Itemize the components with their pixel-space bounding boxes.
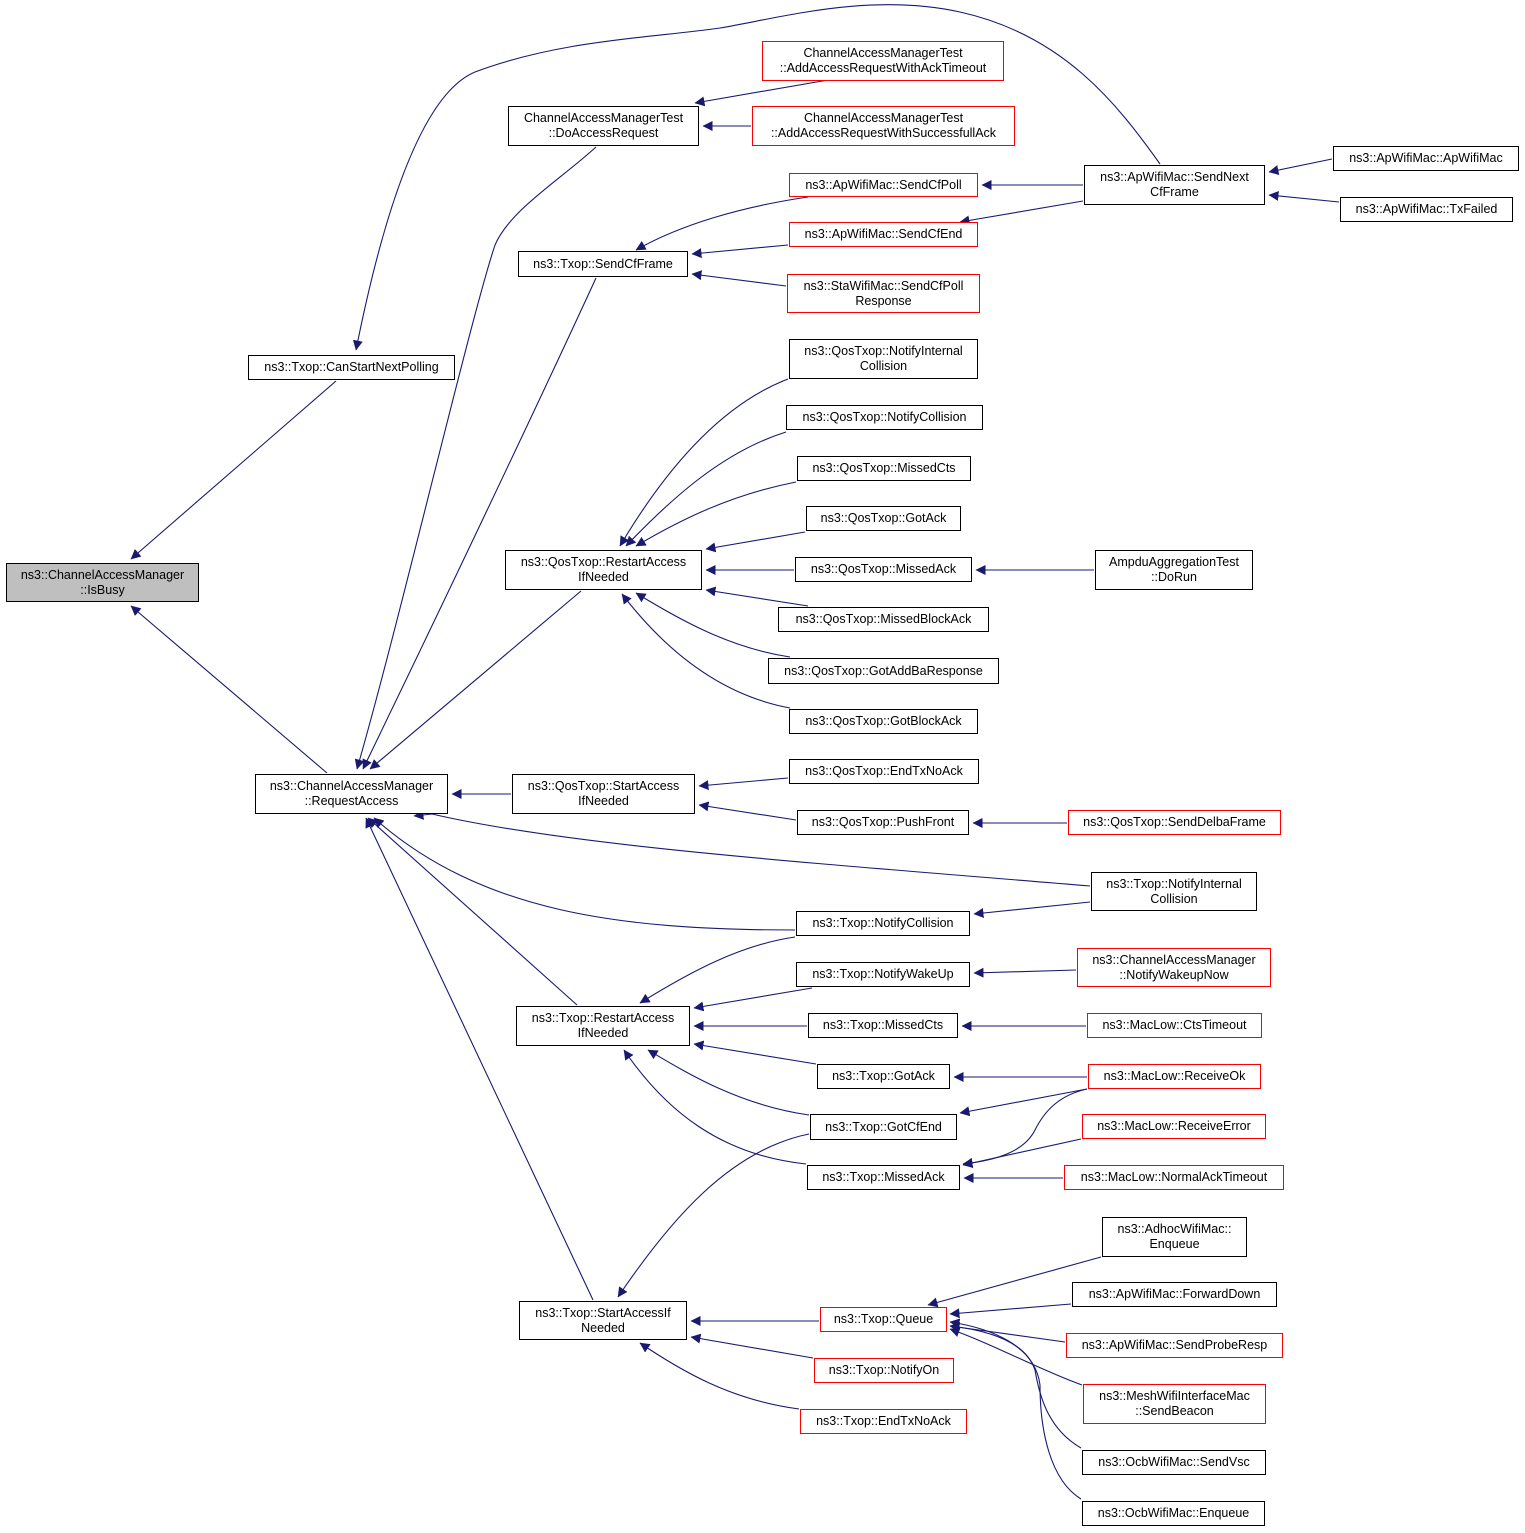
node-txop-send-cf-frame[interactable]: ns3::Txop::SendCfFrame	[518, 251, 688, 277]
edge-camNotifyWakeupNow-to-txopNotifyWakeUp	[973, 967, 1077, 978]
edge-apSendCfPoll-to-txopSendCfFrame	[635, 196, 809, 251]
node-qos-push-front[interactable]: ns3::QosTxop::PushFront	[797, 810, 969, 835]
edge-macLowReceiveOk-to-txopGotCfEnd	[959, 1088, 1088, 1117]
node-txop-start-access[interactable]: ns3::Txop::StartAccessIf Needed	[519, 1301, 687, 1340]
node-txop-missed-cts[interactable]: ns3::Txop::MissedCts	[808, 1013, 958, 1038]
node-qos-send-delba-frame[interactable]: ns3::QosTxop::SendDelbaFrame	[1068, 810, 1281, 835]
edge-txopEndTxNoAck-to-txopStartAccess	[639, 1342, 800, 1410]
node-qos-start-access[interactable]: ns3::QosTxop::StartAccess IfNeeded	[512, 774, 695, 814]
edge-txopNotifyWakeUp-to-txopRestartAccess	[693, 987, 813, 1012]
edge-apApWifiMac-to-apSendNextCfFrame	[1268, 158, 1333, 175]
edge-txopNotifyOn-to-txopStartAccess	[690, 1333, 814, 1359]
edge-qosGotAck-to-qosRestartAccess	[705, 531, 806, 553]
edge-txopRestartAccess-to-requestAccess	[367, 817, 578, 1006]
edge-txopNotifyCollision-to-txopRestartAccess	[639, 936, 796, 1004]
edge-staSendCfPollResponse-to-txopSendCfFrame	[691, 270, 787, 287]
node-txop-restart-access[interactable]: ns3::Txop::RestartAccess IfNeeded	[516, 1006, 690, 1046]
node-txop-missed-ack[interactable]: ns3::Txop::MissedAck	[807, 1165, 960, 1190]
edge-qosMissedBlockAck-to-qosRestartAccess	[705, 586, 809, 607]
node-ap-ap-wifi-mac[interactable]: ns3::ApWifiMac::ApWifiMac	[1333, 146, 1519, 171]
node-mesh-send-beacon[interactable]: ns3::MeshWifiInterfaceMac ::SendBeacon	[1083, 1384, 1266, 1424]
edge-txopNotifyCollision-to-requestAccess	[373, 817, 796, 931]
edge-txopMissedAck-to-txopRestartAccess	[623, 1049, 807, 1165]
node-ocb-send-vsc[interactable]: ns3::OcbWifiMac::SendVsc	[1082, 1450, 1266, 1475]
edge-requestAccess-to-root	[130, 605, 328, 774]
node-qos-got-add-ba-response[interactable]: ns3::QosTxop::GotAddBaResponse	[768, 658, 999, 684]
edge-txopGotCfEnd-to-txopRestartAccess	[647, 1049, 810, 1116]
node-cam-notify-wakeup-now[interactable]: ns3::ChannelAccessManager ::NotifyWakeup…	[1077, 948, 1271, 987]
edge-meshSendBeacon-to-txopQueue	[949, 1327, 1083, 1386]
edge-qosEndTxNoAck-to-qosStartAccess	[698, 777, 789, 791]
node-qos-notify-internal-collision[interactable]: ns3::QosTxop::NotifyInternal Collision	[789, 339, 978, 379]
edge-apTxFailed-to-apSendNextCfFrame	[1268, 190, 1340, 203]
edge-qosNotifyCollision-to-qosRestartAccess	[625, 431, 787, 547]
edge-txopSendCfFrame-to-requestAccess	[362, 277, 597, 770]
node-mac-low-receive-ok[interactable]: ns3::MacLow::ReceiveOk	[1088, 1064, 1261, 1089]
node-add-ack-timeout[interactable]: ChannelAccessManagerTest ::AddAccessRequ…	[762, 41, 1004, 81]
edge-txopGotAck-to-txopRestartAccess	[693, 1040, 817, 1065]
node-txop-queue[interactable]: ns3::Txop::Queue	[820, 1307, 947, 1332]
edge-adhocEnqueue-to-txopQueue	[927, 1256, 1102, 1308]
edge-addAckTimeout-to-doAccessRequest	[694, 79, 829, 107]
node-ampdu-do-run[interactable]: AmpduAggregationTest ::DoRun	[1095, 550, 1253, 590]
edge-qosNotifyInternalCollision-to-qosRestartAccess	[619, 378, 789, 547]
node-txop-got-cf-end[interactable]: ns3::Txop::GotCfEnd	[810, 1114, 957, 1140]
edge-txopNotifyInternalCollision-to-requestAccess	[413, 809, 1091, 887]
node-qos-notify-collision[interactable]: ns3::QosTxop::NotifyCollision	[786, 405, 983, 430]
node-txop-got-ack[interactable]: ns3::Txop::GotAck	[817, 1064, 950, 1089]
node-adhoc-enqueue[interactable]: ns3::AdhocWifiMac:: Enqueue	[1102, 1217, 1247, 1257]
edge-doAccessRequest-to-requestAccess	[354, 146, 597, 770]
edge-txopGotCfEnd-to-txopStartAccess	[617, 1133, 810, 1298]
node-ap-forward-down[interactable]: ns3::ApWifiMac::ForwardDown	[1072, 1282, 1277, 1307]
edge-apForwardDown-to-txopQueue	[949, 1303, 1072, 1319]
node-qos-missed-ack[interactable]: ns3::QosTxop::MissedAck	[795, 557, 972, 582]
node-ap-send-next-cf-frame[interactable]: ns3::ApWifiMac::SendNext CfFrame	[1084, 165, 1265, 205]
node-qos-end-tx-no-ack[interactable]: ns3::QosTxop::EndTxNoAck	[789, 759, 979, 784]
node-txop-notify-on[interactable]: ns3::Txop::NotifyOn	[814, 1358, 954, 1383]
edge-apSendCfEnd-to-txopSendCfFrame	[691, 244, 789, 259]
node-qos-restart-access[interactable]: ns3::QosTxop::RestartAccess IfNeeded	[505, 550, 702, 590]
node-can-start-next-polling[interactable]: ns3::Txop::CanStartNextPolling	[248, 355, 455, 380]
node-mac-low-normal-ack-timeout[interactable]: ns3::MacLow::NormalAckTimeout	[1064, 1165, 1284, 1190]
edge-macLowReceiveError-to-txopMissedAck	[962, 1138, 1082, 1168]
node-ap-send-cf-end[interactable]: ns3::ApWifiMac::SendCfEnd	[789, 222, 978, 247]
edge-qosGotAddBaResponse-to-qosRestartAccess	[635, 592, 791, 658]
node-qos-got-ack[interactable]: ns3::QosTxop::GotAck	[806, 506, 961, 531]
node-qos-missed-cts[interactable]: ns3::QosTxop::MissedCts	[797, 456, 971, 481]
node-txop-notify-collision[interactable]: ns3::Txop::NotifyCollision	[796, 911, 970, 936]
node-ap-send-cf-poll[interactable]: ns3::ApWifiMac::SendCfPoll	[789, 173, 978, 197]
edge-qosGotBlockAck-to-qosRestartAccess	[621, 593, 791, 709]
node-do-access-request[interactable]: ChannelAccessManagerTest ::DoAccessReque…	[508, 106, 699, 146]
edge-qosRestartAccess-to-requestAccess	[369, 590, 582, 770]
node-ocb-enqueue[interactable]: ns3::OcbWifiMac::Enqueue	[1082, 1501, 1265, 1526]
edge-apSendNextCfFrame-to-canStartNextPolling	[352, 4, 1161, 351]
node-mac-low-receive-error[interactable]: ns3::MacLow::ReceiveError	[1082, 1114, 1266, 1139]
node-sta-send-cf-poll-response[interactable]: ns3::StaWifiMac::SendCfPoll Response	[787, 274, 980, 313]
node-txop-end-tx-no-ack[interactable]: ns3::Txop::EndTxNoAck	[800, 1409, 967, 1434]
edge-txopStartAccess-to-requestAccess	[365, 817, 594, 1301]
edge-qosPushFront-to-qosStartAccess	[698, 801, 797, 821]
edge-apSendNextCfFrame-to-apSendCfEnd	[959, 200, 1084, 226]
node-request-access[interactable]: ns3::ChannelAccessManager ::RequestAcces…	[255, 774, 448, 814]
node-txop-notify-internal-collision[interactable]: ns3::Txop::NotifyInternal Collision	[1091, 872, 1257, 911]
node-add-successful-ack[interactable]: ChannelAccessManagerTest ::AddAccessRequ…	[752, 106, 1015, 146]
node-ap-tx-failed[interactable]: ns3::ApWifiMac::TxFailed	[1340, 197, 1513, 222]
node-root: ns3::ChannelAccessManager ::IsBusy	[6, 563, 199, 602]
node-mac-low-cts-timeout[interactable]: ns3::MacLow::CtsTimeout	[1087, 1013, 1262, 1038]
edge-qosMissedCts-to-qosRestartAccess	[635, 481, 797, 547]
edge-ocbSendVsc-to-txopQueue	[949, 1322, 1082, 1449]
edge-ocbEnqueue-to-txopQueue	[949, 1318, 1082, 1500]
node-ap-send-probe-resp[interactable]: ns3::ApWifiMac::SendProbeResp	[1066, 1333, 1283, 1358]
edge-txopNotifyInternalCollision-to-txopNotifyCollision	[973, 901, 1091, 918]
node-txop-notify-wake-up[interactable]: ns3::Txop::NotifyWakeUp	[796, 962, 970, 987]
node-qos-missed-block-ack[interactable]: ns3::QosTxop::MissedBlockAck	[778, 607, 989, 632]
node-qos-got-block-ack[interactable]: ns3::QosTxop::GotBlockAck	[789, 709, 978, 734]
edge-canStartNextPolling-to-root	[130, 380, 337, 560]
